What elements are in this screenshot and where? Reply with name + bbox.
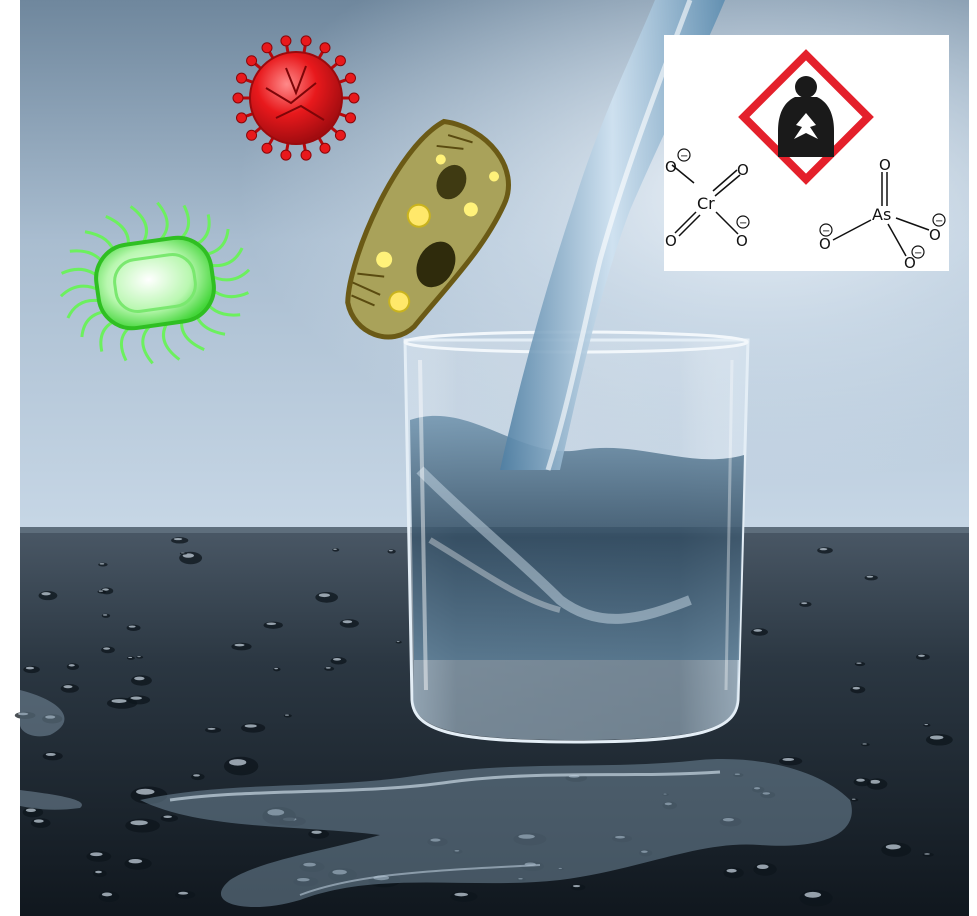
negative-charge-label: − (935, 216, 943, 227)
paramecium-icon (345, 118, 511, 340)
oxygen-label: O (737, 161, 749, 179)
health-hazard-pictogram-icon (738, 49, 874, 185)
oxygen-label: O (904, 254, 916, 272)
arsenate-ion-structure: As O O O O − − − (819, 156, 946, 272)
chromium-label: Cr (697, 194, 715, 213)
oxygen-label: O (665, 232, 677, 250)
oxygen-label: O (665, 158, 677, 176)
oxygen-label: O (929, 226, 941, 244)
negative-charge-label: − (914, 248, 922, 259)
arsenic-label: As (872, 205, 891, 224)
oxygen-label: O (819, 235, 831, 253)
water-glass (403, 330, 750, 744)
chromate-ion-structure: Cr O O O O − − (665, 148, 750, 250)
bacterium-icon (59, 201, 251, 365)
coronavirus-icon (232, 35, 360, 161)
chemical-hazard-panel: Cr O O O O − − As O O O O − − (664, 35, 949, 272)
water-puddle (20, 690, 852, 908)
oxygen-label: O (879, 156, 891, 174)
negative-charge-label: − (822, 226, 830, 237)
oxygen-label: O (736, 232, 748, 250)
negative-charge-label: − (739, 218, 747, 229)
negative-charge-label: − (680, 151, 688, 162)
